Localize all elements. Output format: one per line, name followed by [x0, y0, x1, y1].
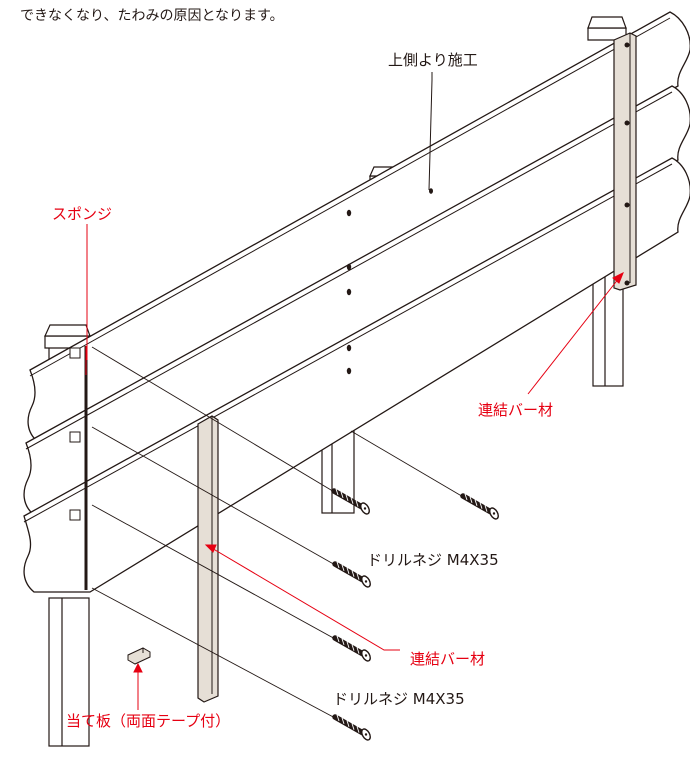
label-top-install: 上側より施工	[388, 51, 478, 69]
label-connector-right: 連結バー材	[478, 401, 554, 419]
label-connector-front: 連結バー材	[410, 650, 486, 668]
label-backing-plate: 当て板（両面テープ付）	[66, 712, 231, 730]
fence-panel-middle	[23, 85, 690, 516]
label-drill-screw-upper: ドリルネジ M4X35	[367, 551, 499, 569]
leader-connector-front	[204, 544, 400, 651]
connector-bar-front	[197, 415, 219, 703]
drill-screw-2	[463, 494, 500, 521]
connector-bar-right	[613, 32, 637, 291]
drill-screw-5	[335, 715, 372, 742]
leader-connector-right	[527, 271, 624, 395]
top-note-text: できなくなり、たわみの原因となります。	[20, 8, 284, 24]
leader-top-install	[428, 72, 433, 191]
fence-panel-top	[27, 11, 690, 443]
screw-guide-lines	[91, 346, 466, 720]
label-drill-screw-lower: ドリルネジ M4X35	[333, 690, 465, 708]
panel-joint-markers	[69, 347, 81, 521]
label-sponge: スポンジ	[52, 205, 113, 223]
backing-plate	[127, 647, 151, 665]
leader-backing-plate	[133, 662, 143, 710]
fence-panel-bottom	[23, 157, 690, 593]
screw-holes	[346, 188, 433, 375]
